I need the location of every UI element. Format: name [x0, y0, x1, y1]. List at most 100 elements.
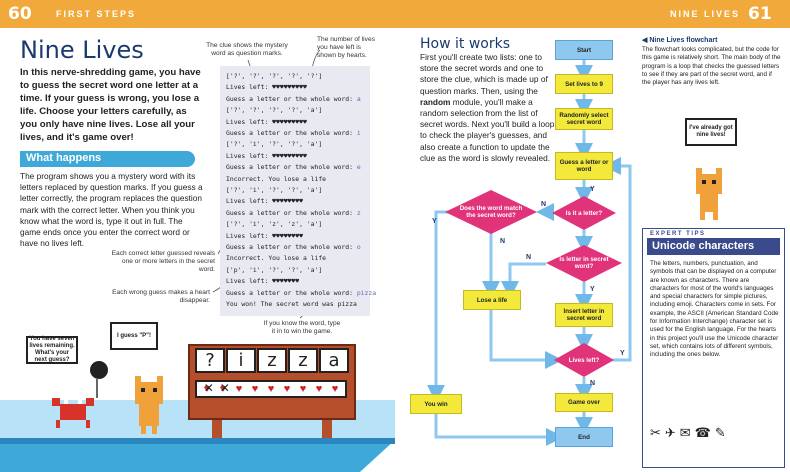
code-line: ['?', '?', '?', '?', 'a']	[226, 106, 322, 114]
cat-sidebar-icon	[696, 168, 722, 220]
board-letter: i	[226, 348, 256, 373]
speech-bubble-cat-sidebar: I've already got nine lives!	[685, 118, 737, 146]
flow-label-y3: Y	[590, 286, 595, 293]
board-legs	[212, 420, 332, 438]
heart-lost-icon: ♥	[220, 383, 229, 395]
code-line-user-input: i	[356, 129, 361, 137]
stage-floor	[0, 440, 395, 472]
flow-is-letter: Is it a letter?	[565, 209, 603, 217]
code-line-text: Guess a letter or the whole word:	[226, 208, 357, 217]
heart-icon: ♥	[299, 382, 307, 395]
what-happens-body: The program shows you a mystery word wit…	[20, 171, 203, 249]
page-title: Nine Lives	[20, 36, 144, 64]
heart-icon: ♥	[267, 382, 275, 395]
speech-bubble-crab: You have seven lives remaining. What's y…	[26, 336, 78, 364]
code-line: Guess a letter or the whole word: o	[226, 243, 361, 251]
code-line-text: ['?', 'i', 'z', 'z', 'a']	[226, 220, 323, 229]
what-happens-heading: What happens	[26, 152, 102, 164]
expert-title-bar	[647, 238, 780, 255]
flow-guess: Guess a letter or word	[555, 152, 613, 180]
board-letter: z	[257, 348, 287, 373]
code-line-text: ['?', 'i', '?', '?', 'a']	[226, 140, 323, 149]
flow-label-y2: Y	[432, 218, 437, 225]
code-line: Lives left: ♥♥♥♥♥♥♥♥	[226, 232, 303, 240]
annotation-word: If you know the word, type it in to win …	[263, 320, 341, 335]
code-line: ['?', 'i', '?', '?', 'a']	[226, 186, 322, 194]
page-number-right: 61	[748, 4, 772, 24]
board-letter: a	[319, 348, 349, 373]
code-line: Incorrect. You lose a life	[226, 254, 326, 262]
heart-icon: ♥	[331, 382, 339, 395]
code-line-user-input: a	[356, 94, 361, 103]
code-line: Guess a letter or the whole word: pizza	[226, 289, 376, 297]
code-line-text: ['?', '?', '?', '?', '?']	[226, 72, 323, 80]
code-line: Guess a letter or the whole word: a	[226, 95, 361, 103]
unicode-symbols: ✂✈✉☎✎	[650, 426, 730, 441]
how-body-part1: First you'll create two lists: one to st…	[420, 52, 548, 96]
annotation-wrong: Each wrong guess makes a heart disappear…	[112, 289, 210, 304]
code-line: ['?', 'i', 'z', 'z', 'a']	[226, 220, 322, 228]
code-line-text: Guess a letter or the whole word:	[226, 163, 357, 172]
code-line-text: ['?', 'i', '?', '?', 'a']	[226, 186, 323, 194]
code-line-user-input: pizza	[356, 288, 377, 297]
code-line-text: Guess a letter or the whole word:	[226, 288, 357, 297]
code-line-text: Lives left: ♥♥♥♥♥♥♥♥	[226, 197, 303, 206]
code-line-text: ['?', '?', '?', '?', 'a']	[226, 106, 323, 115]
annotation-correct: Each correct letter guessed reveals one …	[111, 250, 215, 273]
expert-tips-box	[642, 228, 785, 468]
expert-tips-tag: EXPERT TIPS	[650, 231, 706, 237]
flow-label-n4: N	[590, 380, 596, 387]
flow-end: End	[555, 427, 613, 447]
code-line-text: Guess a letter or the whole word:	[226, 129, 357, 137]
code-line-user-input: o	[356, 243, 361, 251]
code-line: Lives left: ♥♥♥♥♥♥♥♥♥	[226, 118, 307, 126]
code-line-text: Guess a letter or the whole word:	[226, 94, 357, 103]
chapter-label: FIRST STEPS	[56, 9, 137, 19]
code-line: ['?', 'i', '?', '?', 'a']	[226, 140, 322, 148]
heart-icon: ♥	[251, 382, 259, 395]
how-it-works-heading: How it works	[420, 36, 510, 52]
code-line-text: ['p', 'i', '?', '?', 'a']	[226, 265, 323, 274]
flow-insert-letter: Insert letter in secret word	[555, 303, 613, 327]
code-line: Incorrect. You lose a life	[226, 175, 326, 183]
code-line: Guess a letter or the whole word: z	[226, 209, 361, 217]
flow-set-lives: Set lives to 9	[555, 74, 613, 94]
flow-label-n1: N	[541, 201, 547, 208]
annotation-lives: The number of lives you have left is sho…	[317, 36, 375, 59]
flow-label-n3: N	[526, 254, 532, 261]
code-line: Guess a letter or the whole word: i	[226, 129, 361, 137]
code-line: Lives left: ♥♥♥♥♥♥♥♥	[226, 197, 303, 205]
code-line: ['p', 'i', '?', '?', 'a']	[226, 266, 322, 274]
code-line: Lives left: ♥♥♥♥♥♥♥	[226, 277, 299, 285]
page-number-left: 60	[8, 4, 32, 24]
code-line-text: Lives left: ♥♥♥♥♥♥♥	[226, 277, 300, 286]
board-letter: z	[288, 348, 318, 373]
code-line: Lives left: ♥♥♥♥♥♥♥♥♥	[226, 83, 307, 91]
code-line-text: Guess a letter or the whole word:	[226, 243, 357, 251]
flow-in-word: Is letter in secret word?	[559, 256, 609, 270]
how-body-part2: module, you'll make a random selection f…	[420, 96, 555, 163]
expert-title: Unicode characters	[652, 240, 755, 252]
code-line: Lives left: ♥♥♥♥♥♥♥♥♥	[226, 152, 307, 160]
header-right-band	[395, 0, 790, 28]
heart-icon: ♥	[283, 382, 291, 395]
board-letter: ?	[195, 348, 225, 373]
how-it-works-body: First you'll create two lists: one to st…	[420, 52, 555, 164]
speech-bubble-cat: I guess "P"!	[110, 322, 158, 350]
page-header: 60 FIRST STEPS NINE LIVES 61	[0, 0, 790, 28]
heart-icon: ♥	[235, 382, 243, 395]
flowchart-sidebar-body: The flowchart looks complicated, but the…	[642, 46, 781, 87]
flow-label-n2: N	[500, 238, 506, 245]
flow-lives-left: Lives left?	[568, 356, 600, 364]
intro-paragraph: In this nerve-shredding game, you have t…	[20, 67, 201, 143]
code-output-panel	[220, 66, 370, 316]
cat-icon	[135, 376, 163, 434]
how-body-bold: random	[420, 96, 451, 107]
flow-start: Start	[555, 40, 613, 60]
code-line: You won! The secret word was pizza	[226, 300, 357, 308]
code-line-text: Incorrect. You lose a life	[226, 254, 327, 263]
flow-random-select: Randomly select secret word	[555, 108, 613, 130]
annotation-clue: The clue shows the mystery word as quest…	[206, 42, 288, 57]
expert-body: The letters, numbers, punctuation, and s…	[650, 260, 779, 359]
